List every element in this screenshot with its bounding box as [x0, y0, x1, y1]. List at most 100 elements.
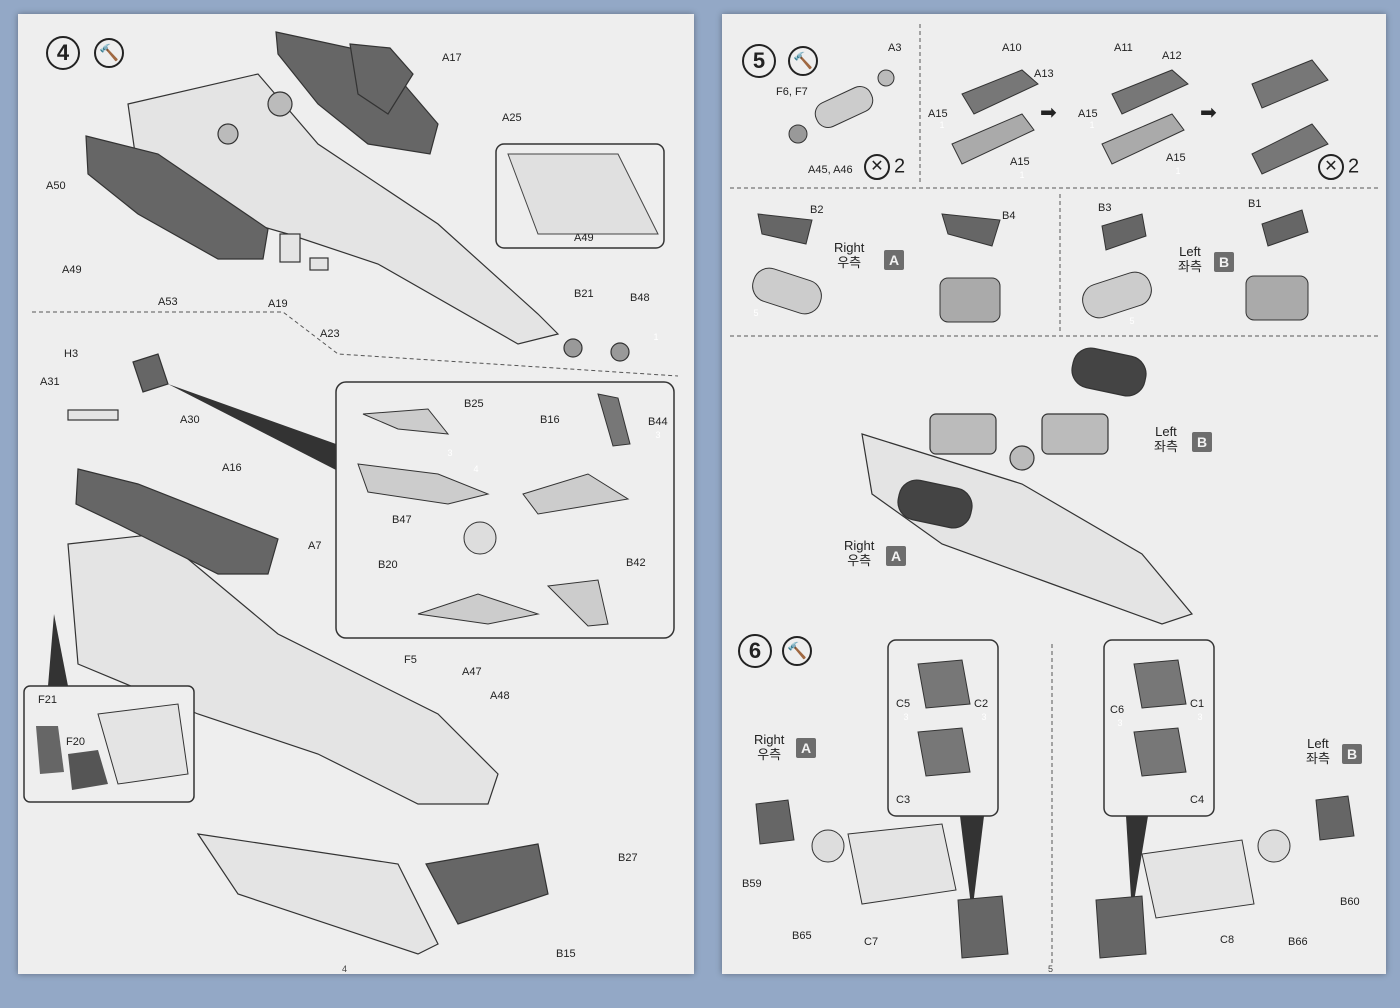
part-a17-cover — [349, 43, 414, 115]
part-a19 — [279, 233, 301, 263]
part-label: B44 — [648, 416, 668, 428]
part-c6 — [1133, 727, 1187, 777]
pod-c7 — [847, 823, 957, 905]
part-label: B25 — [464, 398, 484, 410]
step-6-number: 6 — [738, 634, 772, 668]
fuel-tank-left — [1071, 347, 1147, 397]
side-badge-b: B — [1192, 432, 1212, 452]
part-label: A15 — [1078, 108, 1098, 120]
part-label: B66 — [1288, 936, 1308, 948]
right-label-en: Right — [844, 538, 875, 553]
rocket-pod-a45 — [814, 85, 874, 129]
part-label: A15 — [1166, 152, 1186, 164]
part-label: H3 — [64, 348, 79, 360]
part-label: A49 — [62, 264, 82, 276]
pod-c8 — [1141, 839, 1255, 919]
part-label: A53 — [158, 296, 178, 308]
quantity-mark: ✕2 — [864, 154, 905, 180]
part-label: B48 — [630, 292, 650, 304]
multiply-icon: ✕ — [864, 154, 890, 180]
part-label: A30 — [180, 414, 200, 426]
part-label: B1 — [1248, 198, 1262, 210]
part-label: A25 — [502, 112, 522, 124]
part-b4 — [941, 213, 1001, 247]
side-badge-a: A — [886, 546, 906, 566]
step-ref-marker: 3 — [976, 712, 992, 726]
left-label-en: Left — [1179, 244, 1201, 259]
part-b2 — [757, 213, 813, 245]
step-ref-marker: 3 — [442, 448, 458, 462]
part-label: F6, F7 — [776, 86, 808, 98]
right-label-ko: 우측 — [847, 553, 872, 568]
page-number: 5 — [1048, 964, 1054, 974]
part-label: F21 — [38, 694, 57, 706]
part-label: B2 — [810, 204, 824, 216]
part-label: B65 — [792, 930, 812, 942]
part-label: F20 — [66, 736, 85, 748]
glue-icon: 🔨 — [782, 636, 812, 666]
tail-boom — [196, 833, 439, 955]
part-label: A3 — [888, 42, 902, 54]
step-ref-marker: 1 — [648, 332, 664, 346]
part-a16 — [75, 468, 279, 575]
part-label: B16 — [540, 414, 560, 426]
part-label: B42 — [626, 557, 646, 569]
part-label: A49 — [574, 232, 594, 244]
part-label: C2 — [974, 698, 989, 710]
part-label: A48 — [490, 690, 510, 702]
part-label: A15 — [928, 108, 948, 120]
right-label-en: Right — [754, 732, 785, 747]
part-c5 — [917, 727, 971, 777]
step-ref-marker: 1 — [934, 120, 950, 134]
part-label: A50 — [46, 180, 66, 192]
part-label: A47 — [462, 666, 482, 678]
step-ref-marker: 3 — [898, 712, 914, 726]
part-label: A31 — [40, 376, 60, 388]
part-label: A16 — [222, 462, 242, 474]
left-side-label: Left 좌측 — [1306, 736, 1330, 766]
right-page-drawings — [730, 24, 1378, 964]
gun-b20 — [417, 593, 540, 625]
quantity-mark: ✕2 — [1318, 154, 1359, 180]
page-number: 4 — [342, 964, 348, 974]
part-label: B60 — [1340, 896, 1360, 908]
part-label: C5 — [896, 698, 911, 710]
left-side-label: Left 좌측 — [1178, 244, 1202, 274]
part-a50-a53 — [85, 135, 269, 260]
right-label-ko: 우측 — [837, 255, 862, 270]
step-ref-marker: 5 — [1124, 316, 1140, 330]
step-ref-marker: 1 — [1170, 166, 1186, 180]
multiply-icon: ✕ — [1318, 154, 1344, 180]
part-label: A45, A46 — [808, 164, 853, 176]
part-label: B3 — [1098, 202, 1112, 214]
part-label: C7 — [864, 936, 879, 948]
left-side-label: Left 좌측 — [1154, 424, 1178, 454]
part-label: A11 — [1114, 42, 1133, 54]
part-label: C6 — [1110, 704, 1125, 716]
left-label-en: Left — [1307, 736, 1329, 751]
part-label: C1 — [1190, 698, 1205, 710]
part-label: B15 — [556, 948, 576, 960]
part-label: B47 — [392, 514, 412, 526]
part-label: A23 — [320, 328, 340, 340]
step-5-number: 5 — [742, 44, 776, 78]
side-badge-a: A — [796, 738, 816, 758]
part-a23 — [309, 257, 329, 271]
gun-b16 — [522, 473, 630, 515]
arrow-icon: ➡ — [1040, 102, 1057, 124]
part-label: A17 — [442, 52, 462, 64]
step-ref-marker: 5 — [748, 308, 764, 322]
left-label-ko: 좌측 — [1306, 751, 1330, 766]
part-c2 — [917, 659, 971, 709]
right-instruction-page: 5 🔨 A3 F6, F7 A45, A46 ✕2 A10 A13 A15 1 … — [722, 14, 1386, 974]
fuel-tank-right — [897, 479, 973, 529]
left-label-ko: 좌측 — [1154, 439, 1178, 454]
right-label-ko: 우측 — [757, 747, 782, 762]
part-label: B4 — [1002, 210, 1016, 222]
part-b27 — [425, 843, 549, 925]
part-label: B59 — [742, 878, 762, 890]
quantity-value: 2 — [1348, 155, 1360, 178]
part-label: B21 — [574, 288, 594, 300]
right-side-label: Right 우측 — [834, 240, 864, 270]
part-label: A19 — [268, 298, 288, 310]
